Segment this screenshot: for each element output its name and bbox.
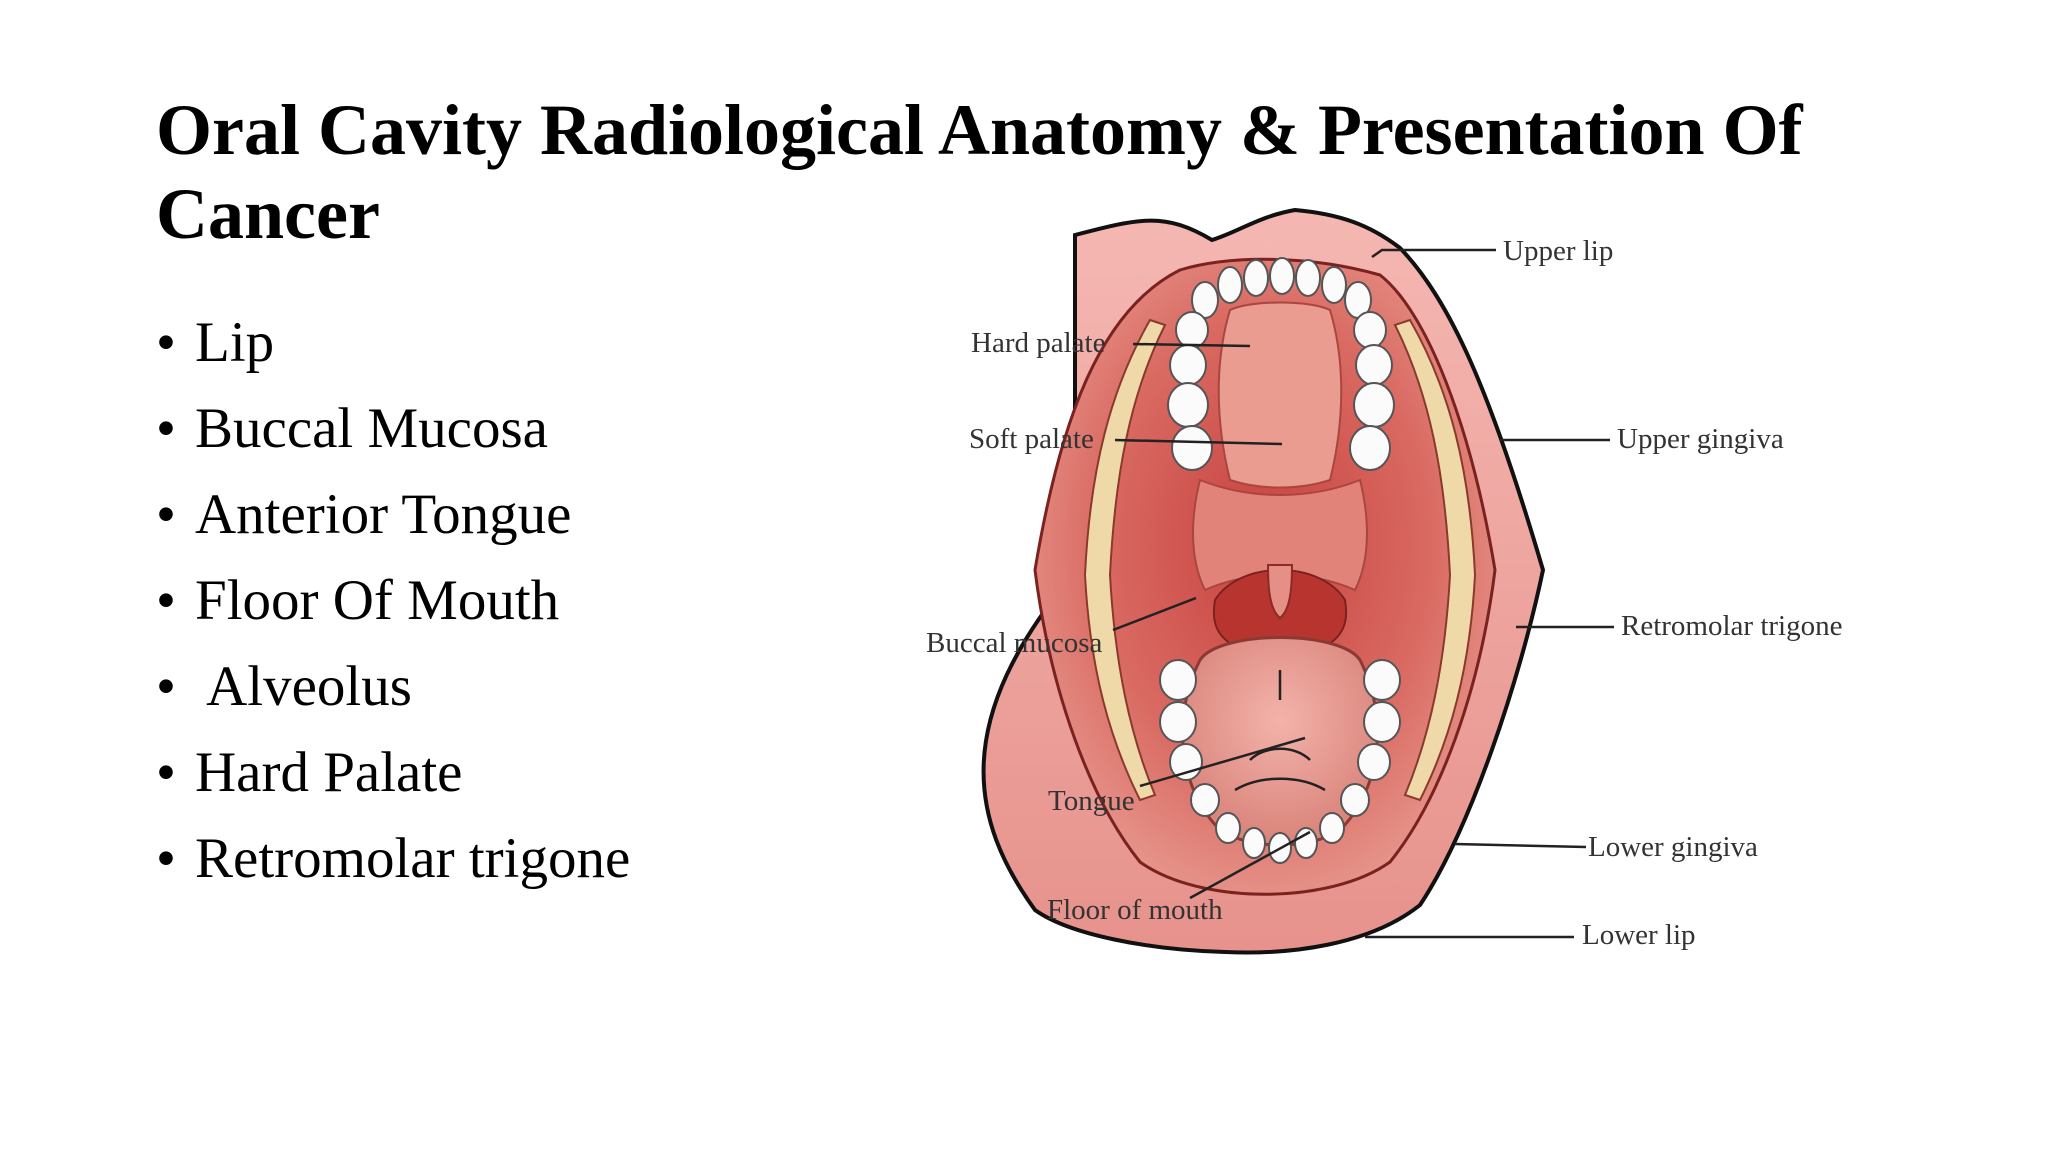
soft-palate xyxy=(1192,478,1368,592)
leader-tongue xyxy=(1139,736,1306,788)
leader-soft-palate xyxy=(1114,438,1283,446)
mouth-illustration: Upper lip Hard palate Soft palate Upper … xyxy=(926,207,1842,955)
bullet-item: • Alveolus xyxy=(156,644,630,730)
label-lower-gingiva: Lower gingiva xyxy=(1588,831,1758,863)
tongue-furrow-lines xyxy=(1234,670,1326,792)
upper-teeth xyxy=(1167,257,1395,471)
bullet-item: • Retromolar trigone xyxy=(156,816,630,902)
label-tongue: Tongue xyxy=(1048,785,1135,817)
leader-upper-lip xyxy=(1371,248,1496,259)
label-soft-palate: Soft palate xyxy=(969,423,1094,455)
bullet-text: Lip xyxy=(195,311,275,374)
uvula xyxy=(1266,564,1294,620)
bullet-text: Hard Palate xyxy=(195,741,463,804)
lower-teeth xyxy=(1159,659,1401,864)
bullet-dot-icon: • xyxy=(156,397,176,460)
bullet-dot-icon: • xyxy=(156,827,176,890)
slide-title: Oral Cavity Radiological Anatomy & Prese… xyxy=(156,90,1803,254)
bullet-item: • Hard Palate xyxy=(156,730,630,816)
leader-buccal-mucosa xyxy=(1112,596,1197,632)
leader-lower-gingiva xyxy=(1454,842,1587,849)
bullet-text: Retromolar trigone xyxy=(195,827,631,890)
bullet-dot-icon: • xyxy=(156,741,176,804)
buccal-mucosa-right xyxy=(1393,318,1477,802)
bullet-item: • Lip xyxy=(156,300,630,386)
oral-cavity-diagram: Upper lip Hard palate Soft palate Upper … xyxy=(900,200,1900,980)
bullet-text: Floor Of Mouth xyxy=(195,569,560,632)
label-buccal-mucosa: Buccal mucosa xyxy=(926,627,1102,659)
bullet-text: Buccal Mucosa xyxy=(195,397,548,460)
label-hard-palate: Hard palate xyxy=(971,327,1105,359)
label-upper-lip: Upper lip xyxy=(1503,235,1613,267)
label-lower-lip: Lower lip xyxy=(1582,919,1696,951)
leader-lines xyxy=(1112,248,1614,939)
bullet-dot-icon: • xyxy=(156,483,176,546)
buccal-mucosa-left xyxy=(1083,318,1167,802)
bullet-item: • Buccal Mucosa xyxy=(156,386,630,472)
bullet-list: • Lip • Buccal Mucosa • Anterior Tongue • Fl… xyxy=(156,300,630,902)
bullet-dot-icon: • xyxy=(156,311,176,374)
label-retromolar-trigone: Retromolar trigone xyxy=(1621,610,1842,642)
leader-floor-of-mouth xyxy=(1189,830,1311,900)
bullet-item: • Floor Of Mouth xyxy=(156,558,630,644)
bullet-dot-icon: • xyxy=(156,569,176,632)
leader-hard-palate xyxy=(1132,342,1251,348)
label-upper-gingiva: Upper gingiva xyxy=(1617,423,1784,455)
bullet-item: • Anterior Tongue xyxy=(156,472,630,558)
hard-palate xyxy=(1217,301,1343,489)
bullet-text: Alveolus xyxy=(195,655,412,718)
bullet-text: Anterior Tongue xyxy=(195,483,572,546)
bullet-dot-icon: • xyxy=(156,655,176,718)
label-floor-of-mouth: Floor of mouth xyxy=(1047,894,1223,926)
